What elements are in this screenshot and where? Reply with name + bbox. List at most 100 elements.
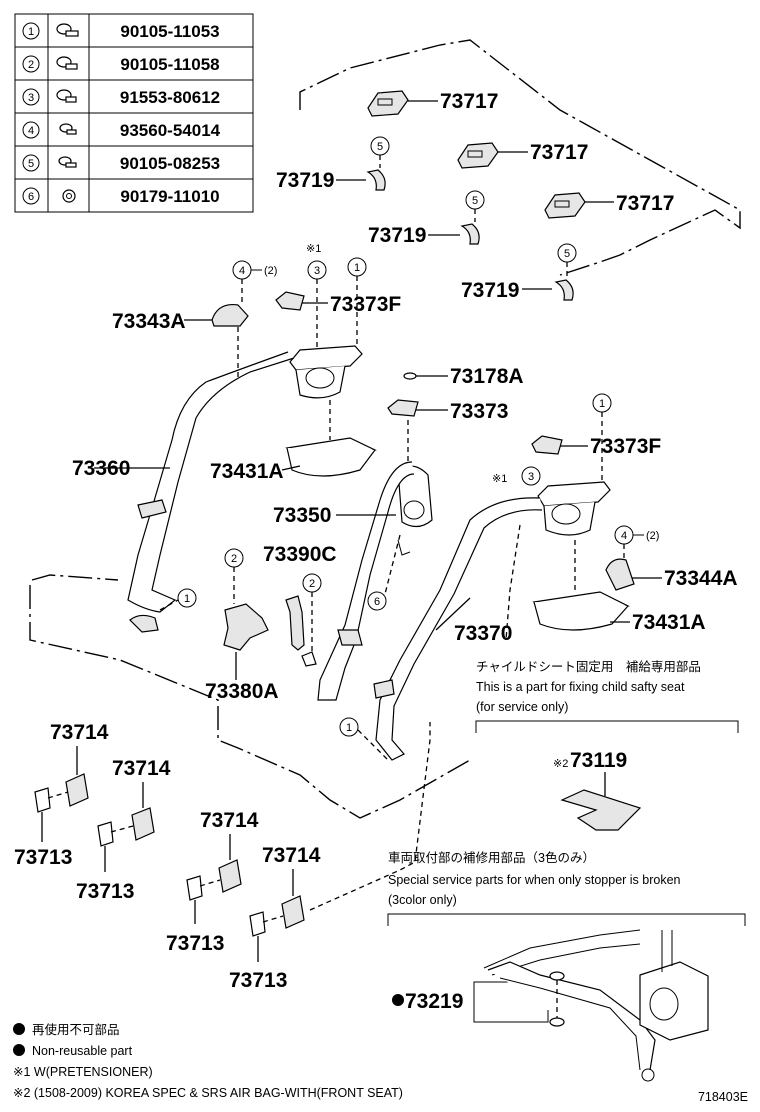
label-73713-a: 73713 xyxy=(14,846,72,869)
legend-note1: ※1 W(PRETENSIONER) xyxy=(13,1065,153,1079)
stopper-note-ja: 車両取付部の補修用部品（3色のみ） xyxy=(388,850,595,865)
label-73219: 73219 xyxy=(405,990,463,1013)
bolt-row-6: 6 90179-11010 xyxy=(22,187,220,206)
cover-73344a: 73344A xyxy=(605,558,738,591)
svg-text:1: 1 xyxy=(354,262,360,274)
callout-3-right: ※1 3 xyxy=(492,466,541,486)
bolt-num-3: 3 xyxy=(28,92,34,104)
stopper-section: 車両取付部の補修用部品（3色のみ） Special service parts … xyxy=(387,850,746,1082)
label-73719-a: 73719 xyxy=(276,169,334,192)
svg-text:5: 5 xyxy=(377,141,383,153)
label-73717-a: 73717 xyxy=(440,90,498,113)
child-seat-note-en: This is a part for fixing child safty se… xyxy=(476,680,685,694)
label-73344a: 73344A xyxy=(664,567,738,590)
bolt-num-5: 5 xyxy=(28,158,34,170)
non-reusable-dot xyxy=(392,994,404,1006)
svg-text:4: 4 xyxy=(621,530,627,542)
diagram-code: 718403E xyxy=(698,1090,748,1104)
label-73717-b: 73717 xyxy=(530,141,588,164)
callout-1-left: 1 xyxy=(347,257,367,345)
label-73119: 73119 xyxy=(570,749,627,772)
child-seat-section: チャイルドシート固定用 補給専用部品 This is a part for fi… xyxy=(475,659,739,831)
label-73714-b: 73714 xyxy=(112,757,171,780)
bolt-row-2: 2 90105-11058 xyxy=(22,55,220,74)
bolt-row-1: 1 90105-11053 xyxy=(22,22,220,41)
svg-text:1: 1 xyxy=(599,398,605,410)
bolt-icon xyxy=(58,156,77,168)
stopper-note-en: Special service parts for when only stop… xyxy=(388,873,681,887)
label-73350: 73350 xyxy=(273,504,331,527)
belt-webbing-73370 xyxy=(375,497,543,761)
belt-guide xyxy=(137,499,167,519)
callout-4-left: 4 (2) xyxy=(232,260,277,305)
callout-1-lower: 1 xyxy=(339,717,389,761)
note2-mark: ※2 xyxy=(553,758,568,770)
svg-text:4: 4 xyxy=(239,265,245,277)
svg-text:3: 3 xyxy=(314,265,320,277)
label-73370: 73370 xyxy=(454,622,512,645)
set-73714-73713-d: 73714 73713 xyxy=(229,844,321,992)
svg-text:2: 2 xyxy=(231,553,237,565)
label-73431a-left: 73431A xyxy=(210,460,284,483)
belt-webbing-73360 xyxy=(127,351,295,613)
clip-73719-a: 5 73719 xyxy=(276,136,390,192)
cover-73717-a: 73717 xyxy=(367,90,498,117)
label-73717-c: 73717 xyxy=(616,192,674,215)
label-73719-b: 73719 xyxy=(368,224,426,247)
svg-text:5: 5 xyxy=(472,195,478,207)
label-73713-d: 73713 xyxy=(229,969,287,992)
cover-73717-c: 73717 xyxy=(544,192,674,219)
child-seat-bracket-73119 xyxy=(560,789,642,831)
retractor-right xyxy=(537,481,611,590)
callout-4r-qty: (2) xyxy=(646,530,659,542)
label-73713-c: 73713 xyxy=(166,932,224,955)
svg-text:2: 2 xyxy=(309,578,315,590)
label-73719-c: 73719 xyxy=(461,279,519,302)
label-73714-a: 73714 xyxy=(50,721,109,744)
child-seat-note-en2: (for service only) xyxy=(476,700,568,714)
bolt-num-2: 2 xyxy=(28,59,34,71)
svg-text:6: 6 xyxy=(374,596,380,608)
plate-73373f-left: 73373F xyxy=(275,291,401,316)
callout-6: 6 xyxy=(367,534,401,611)
legend-note2: ※2 (1508-2009) KOREA SPEC & SRS AIR BAG-… xyxy=(13,1086,403,1100)
tray-73431a-right: 73431A xyxy=(532,591,706,634)
bolt-part-2: 90105-11058 xyxy=(120,55,219,74)
label-73373f-right: 73373F xyxy=(590,435,661,458)
callout-1-right: 1 xyxy=(592,393,612,488)
note1-mark: ※1 xyxy=(306,243,321,255)
clip-73719-b: 5 73719 xyxy=(368,190,485,247)
svg-text:3: 3 xyxy=(528,471,534,483)
bolt-part-1: 90105-11053 xyxy=(120,22,219,41)
legend-en: Non-reusable part xyxy=(32,1044,133,1058)
bolt-num-6: 6 xyxy=(28,191,34,203)
buckle-73390c: 73390C 2 xyxy=(263,543,337,667)
callout-4-qty: (2) xyxy=(264,265,277,277)
bolt-part-5: 90105-08253 xyxy=(120,154,220,173)
label-73178a: 73178A xyxy=(450,365,524,388)
label-73360: 73360 xyxy=(72,457,130,480)
label-73380a: 73380A xyxy=(205,680,279,703)
label-73390c: 73390C xyxy=(263,543,337,566)
set-73714-73713-b: 73714 73713 xyxy=(76,757,171,903)
bolt-num-4: 4 xyxy=(28,125,34,137)
legend: 再使用不可部品 Non-reusable part ※1 W(PRETENSIO… xyxy=(13,1022,403,1100)
label-73714-c: 73714 xyxy=(200,809,259,832)
svg-text:1: 1 xyxy=(346,722,352,734)
bolt-part-6: 90179-11010 xyxy=(120,187,219,206)
svg-text:1: 1 xyxy=(184,593,190,605)
label-73713-b: 73713 xyxy=(76,880,134,903)
cover-73717-b: 73717 xyxy=(457,141,588,169)
body-dash-lower xyxy=(309,722,431,911)
bolt-icon xyxy=(56,89,77,103)
bolt-icon xyxy=(56,23,79,37)
clip-73719-c: 5 73719 xyxy=(461,243,577,302)
stopper-note-en2: (3color only) xyxy=(388,893,457,907)
callout-3-left: ※1 3 xyxy=(306,243,327,350)
package-tray-outline xyxy=(299,39,741,276)
label-73373f-left: 73373F xyxy=(330,293,401,316)
stopper-retractor xyxy=(639,961,709,1041)
bolt-part-3: 91553-80612 xyxy=(120,88,220,107)
